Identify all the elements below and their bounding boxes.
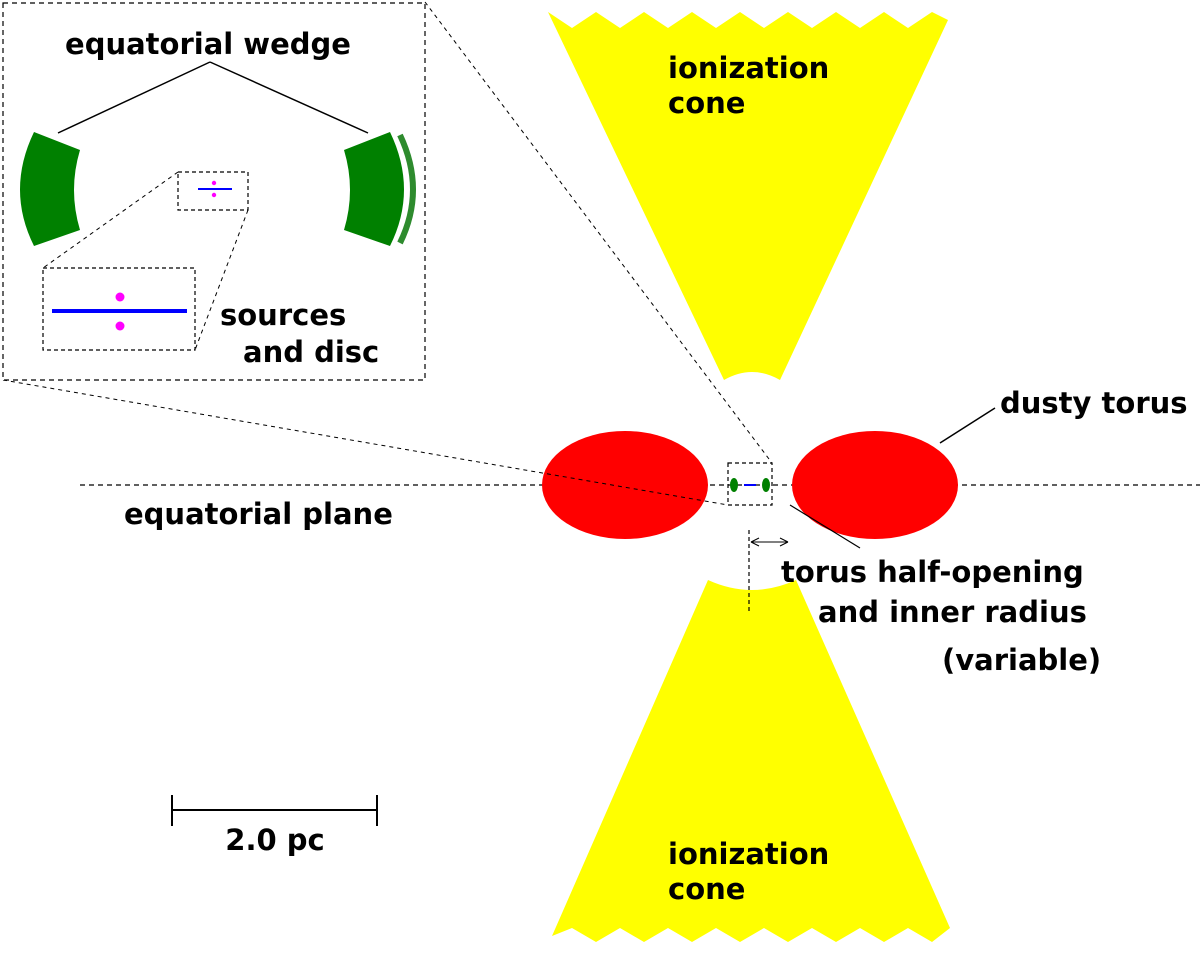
- label-scale-bar: 2.0 pc: [225, 823, 324, 857]
- dusty-torus-left: [542, 431, 708, 539]
- equatorial-wedge-right-rim: [397, 133, 416, 245]
- label-equatorial-wedge: equatorial wedge: [65, 27, 351, 61]
- label-ionization-bottom-2: cone: [668, 872, 745, 906]
- inner-source-top: [211, 180, 217, 186]
- inset-projection-bottom: [2, 379, 729, 506]
- label-ionization-bottom-1: ionization: [668, 837, 829, 871]
- sources-projection-right: [194, 209, 249, 351]
- torus-half-opening-leader: [789, 504, 861, 549]
- inner-radius-arrow-head-right: [779, 537, 789, 547]
- inset-projection-top: [424, 1, 773, 464]
- label-sources-2: and disc: [243, 335, 379, 369]
- wedge-leader-left: [57, 61, 211, 134]
- inner-radius-arrow-head-left: [750, 537, 760, 547]
- sources-box: [42, 267, 196, 351]
- sources-projection-left: [42, 171, 179, 269]
- source-top: [115, 292, 125, 302]
- central-wedge-left: [730, 478, 738, 492]
- ionization-cone-bottom: [552, 580, 950, 942]
- inner-source-bottom: [211, 192, 217, 198]
- label-ionization-top-2: cone: [668, 86, 745, 120]
- inner-zoom-box: [177, 171, 249, 211]
- ionization-cone-top: [548, 12, 948, 380]
- label-sources-1: sources: [220, 298, 346, 332]
- dusty-torus-right: [792, 431, 958, 539]
- label-torus-1: torus half-opening: [781, 555, 1084, 589]
- label-equatorial-plane: equatorial plane: [124, 497, 393, 531]
- dusty-torus-leader: [939, 407, 996, 444]
- source-bottom: [115, 321, 125, 331]
- wedge-leader-right: [209, 61, 369, 134]
- equatorial-wedge-left: [20, 132, 80, 246]
- label-torus-3: (variable): [942, 643, 1101, 677]
- equatorial-wedge-right: [344, 132, 404, 246]
- label-torus-2: and inner radius: [818, 595, 1087, 629]
- label-ionization-top-1: ionization: [668, 51, 829, 85]
- central-zoom-box: [727, 462, 773, 506]
- label-dusty-torus: dusty torus: [1000, 386, 1188, 420]
- central-wedge-right: [762, 478, 770, 492]
